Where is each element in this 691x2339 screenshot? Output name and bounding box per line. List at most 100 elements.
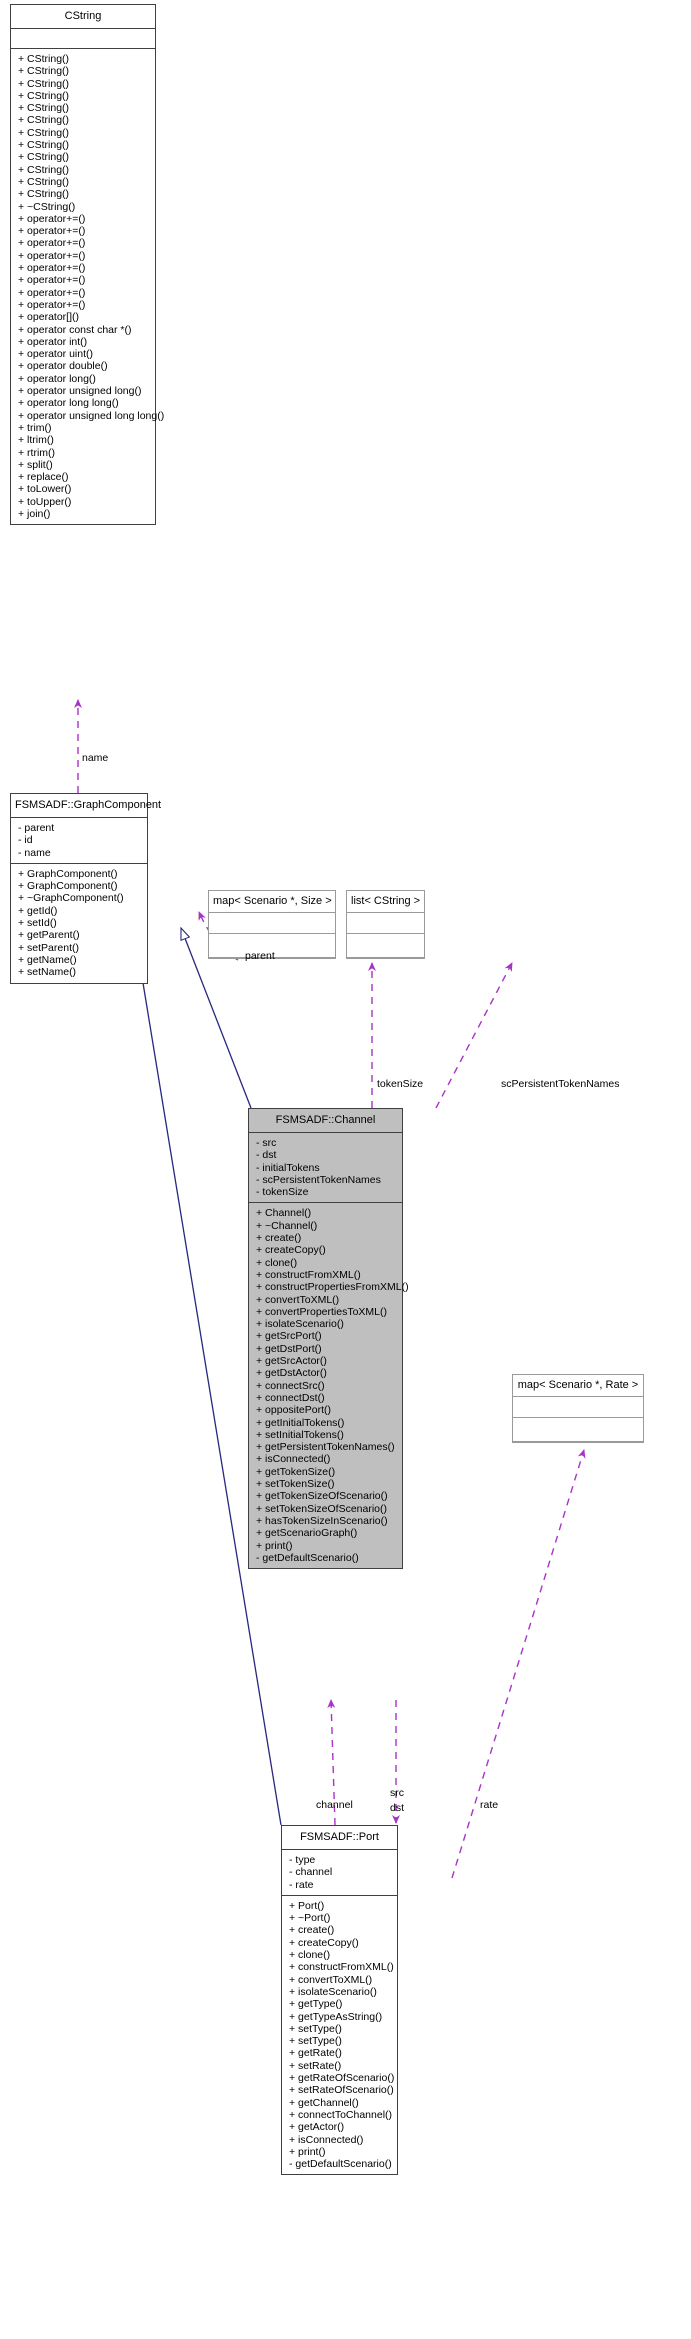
- class-member: + getTokenSize(): [256, 1465, 336, 1478]
- class-member: + CString(): [18, 65, 70, 78]
- class-member: + operator long(): [18, 372, 96, 385]
- class-member: + operator const char *(): [18, 323, 132, 336]
- class-attributes-graphcomponent: - parent - id - name: [11, 818, 147, 864]
- class-member: + CString(): [18, 89, 70, 102]
- class-methods-cstring: + CString() + CString() + CString() + CS…: [11, 49, 165, 524]
- class-title-map-scenario-size: map< Scenario *, Size >: [209, 891, 335, 913]
- class-member: - rate: [289, 1878, 314, 1891]
- class-member: + connectToChannel(): [289, 2108, 393, 2121]
- class-member: + join(): [18, 507, 51, 520]
- edge-label-name: name: [82, 752, 109, 764]
- class-member: + getChannel(): [289, 2096, 359, 2109]
- class-attributes-channel: - src - dst - initialTokens - scPersiste…: [249, 1133, 402, 1204]
- class-member: + setRate(): [289, 2059, 342, 2072]
- class-member: + convertToXML(): [289, 1973, 373, 1986]
- class-member: + getPersistentTokenNames(): [256, 1441, 395, 1454]
- edge-label-sc-persistent-token-names: scPersistentTokenNames: [501, 1078, 620, 1090]
- class-member: + clone(): [289, 1949, 331, 1962]
- class-member: + getRateOfScenario(): [289, 2072, 395, 2085]
- class-member: + CString(): [18, 102, 70, 115]
- class-member: - scPersistentTokenNames: [256, 1173, 381, 1186]
- class-member: + operator+=(): [18, 286, 86, 299]
- class-box-cstring[interactable]: CString + CString() + CString() + CStrin…: [10, 4, 165, 526]
- class-member: + Channel(): [256, 1207, 312, 1220]
- class-member: + setId(): [18, 917, 57, 930]
- edge-label-parent: parent: [245, 950, 275, 962]
- class-member: + clone(): [256, 1256, 298, 1269]
- class-member: + convertPropertiesToXML(): [256, 1305, 388, 1318]
- class-box-channel[interactable]: FSMSADF::Channel - src - dst - initialTo…: [248, 1108, 409, 1570]
- class-member: + operator+=(): [18, 237, 86, 250]
- class-member: + getScenarioGraph(): [256, 1527, 358, 1540]
- class-member: - initialTokens: [256, 1161, 320, 1174]
- class-member: + constructFromXML(): [256, 1268, 361, 1281]
- class-member: + ~Channel(): [256, 1219, 318, 1232]
- class-member: + setTokenSize(): [256, 1478, 335, 1491]
- class-box-map-scenario-size[interactable]: map< Scenario *, Size >: [208, 890, 336, 959]
- class-attributes-port: - type - channel - rate: [282, 1850, 397, 1896]
- class-member: - tokenSize: [256, 1186, 309, 1199]
- class-member: + CString(): [18, 53, 70, 65]
- edge-port-uses-map-scenario-rate: [451, 1449, 586, 1879]
- class-member: + getParent(): [18, 929, 80, 942]
- class-member: + isolateScenario(): [289, 1985, 377, 1998]
- class-member: + getSrcPort(): [256, 1330, 322, 1343]
- class-member: + split(): [18, 458, 53, 471]
- class-member: + getSrcActor(): [256, 1355, 327, 1368]
- class-member: + rtrim(): [18, 446, 56, 459]
- class-member: + create(): [289, 1924, 335, 1937]
- class-member: + CString(): [18, 114, 70, 127]
- class-member: + getDstActor(): [256, 1367, 327, 1380]
- class-member: + Port(): [289, 1899, 325, 1912]
- class-attributes-map-scenario-size: [209, 913, 335, 934]
- class-member: + CString(): [18, 151, 70, 164]
- class-member: + operator int(): [18, 335, 88, 348]
- class-member: + operator unsigned long(): [18, 385, 142, 398]
- class-member: - getDefaultScenario(): [289, 2158, 392, 2171]
- class-member: - channel: [289, 1866, 333, 1879]
- class-member: + ~GraphComponent(): [18, 892, 124, 905]
- class-member: + setTokenSizeOfScenario(): [256, 1502, 388, 1515]
- class-member: + CString(): [18, 175, 70, 188]
- class-attributes-cstring: [11, 29, 155, 49]
- class-member: + setType(): [289, 2035, 342, 2048]
- class-member: + connectSrc(): [256, 1379, 325, 1392]
- class-member: + ~CString(): [18, 200, 76, 213]
- class-box-list-cstring[interactable]: list< CString >: [346, 890, 425, 959]
- class-member: + getType(): [289, 1998, 343, 2011]
- class-member: + toUpper(): [18, 495, 72, 508]
- class-member: + CString(): [18, 188, 70, 201]
- class-member: + setName(): [18, 966, 77, 979]
- class-member: + CString(): [18, 163, 70, 176]
- class-member: + CString(): [18, 139, 70, 152]
- edge-label-dst: dst: [390, 1802, 405, 1814]
- class-member: + setRateOfScenario(): [289, 2084, 394, 2097]
- class-box-graphcomponent[interactable]: FSMSADF::GraphComponent - parent - id - …: [10, 793, 161, 984]
- class-box-port[interactable]: FSMSADF::Port - type - channel - rate + …: [281, 1825, 398, 2176]
- class-member: + oppositePort(): [256, 1404, 331, 1417]
- class-attributes-list-cstring: [347, 913, 424, 934]
- class-member: + replace(): [18, 471, 69, 484]
- class-methods-graphcomponent: + GraphComponent() + GraphComponent() + …: [11, 864, 147, 983]
- class-member: + print(): [256, 1539, 293, 1552]
- class-member: - getDefaultScenario(): [256, 1551, 359, 1564]
- class-member: + create(): [256, 1232, 302, 1245]
- class-title-port: FSMSADF::Port: [282, 1826, 397, 1850]
- class-member: + GraphComponent(): [18, 867, 118, 880]
- class-member: + isConnected(): [289, 2133, 364, 2146]
- class-member: - id: [18, 834, 33, 847]
- class-member: + getRate(): [289, 2047, 342, 2060]
- class-member: + GraphComponent(): [18, 880, 118, 893]
- class-methods-map-scenario-rate: [513, 1418, 643, 1442]
- class-member: + operator double(): [18, 360, 108, 373]
- class-member: + toLower(): [18, 483, 72, 496]
- class-member: + isConnected(): [256, 1453, 331, 1466]
- class-member: + setType(): [289, 2022, 342, 2035]
- class-title-cstring: CString: [11, 5, 155, 29]
- class-methods-list-cstring: [347, 934, 424, 958]
- class-member: + constructPropertiesFromXML(): [256, 1281, 409, 1294]
- class-box-map-scenario-rate[interactable]: map< Scenario *, Rate >: [512, 1374, 644, 1443]
- class-member: + operator unsigned long long(): [18, 409, 165, 422]
- edge-label-channel: channel: [316, 1799, 353, 1811]
